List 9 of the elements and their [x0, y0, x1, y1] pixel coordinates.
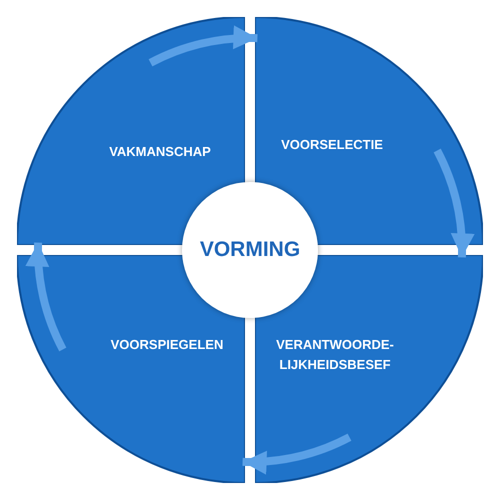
- arrow: [242, 434, 352, 474]
- arrow: [26, 242, 66, 352]
- segment-label: VOORSELECTIE: [280, 136, 384, 154]
- segment-label: VAKMANSCHAP: [108, 143, 212, 161]
- segment-label: VOORSPIEGELEN: [110, 336, 224, 354]
- arrow: [148, 26, 258, 66]
- center-label: VORMING: [200, 238, 300, 262]
- arrow: [434, 148, 474, 258]
- segment-label: VERANTWOORDE-LIJKHEIDSBESEF: [275, 336, 395, 374]
